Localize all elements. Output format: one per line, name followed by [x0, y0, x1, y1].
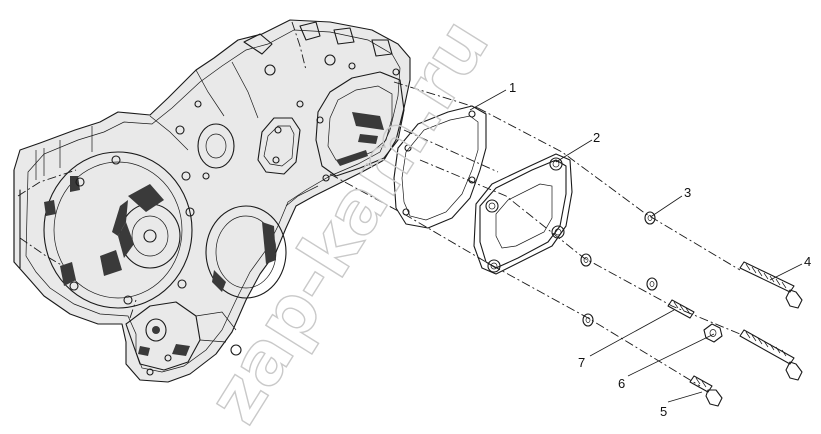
short-bolt-part — [689, 375, 723, 407]
assembly-axis-lines — [329, 81, 741, 387]
callout-7: 7 — [578, 355, 585, 370]
stud-part — [667, 299, 695, 319]
callout-4: 4 — [804, 254, 811, 269]
callout-5: 5 — [660, 404, 667, 419]
leader-lines — [469, 89, 803, 403]
callout-3: 3 — [684, 185, 691, 200]
nut-part — [703, 323, 723, 343]
gasket-part — [393, 105, 487, 229]
callout-1: 1 — [509, 80, 516, 95]
washer-parts — [580, 211, 658, 327]
callout-6: 6 — [618, 376, 625, 391]
gear-housing — [13, 19, 411, 383]
cover-plate-part — [473, 153, 573, 275]
callout-2: 2 — [593, 130, 600, 145]
callout-labels: 1 2 3 4 5 6 7 — [509, 80, 811, 419]
long-bolt-parts — [739, 261, 803, 381]
